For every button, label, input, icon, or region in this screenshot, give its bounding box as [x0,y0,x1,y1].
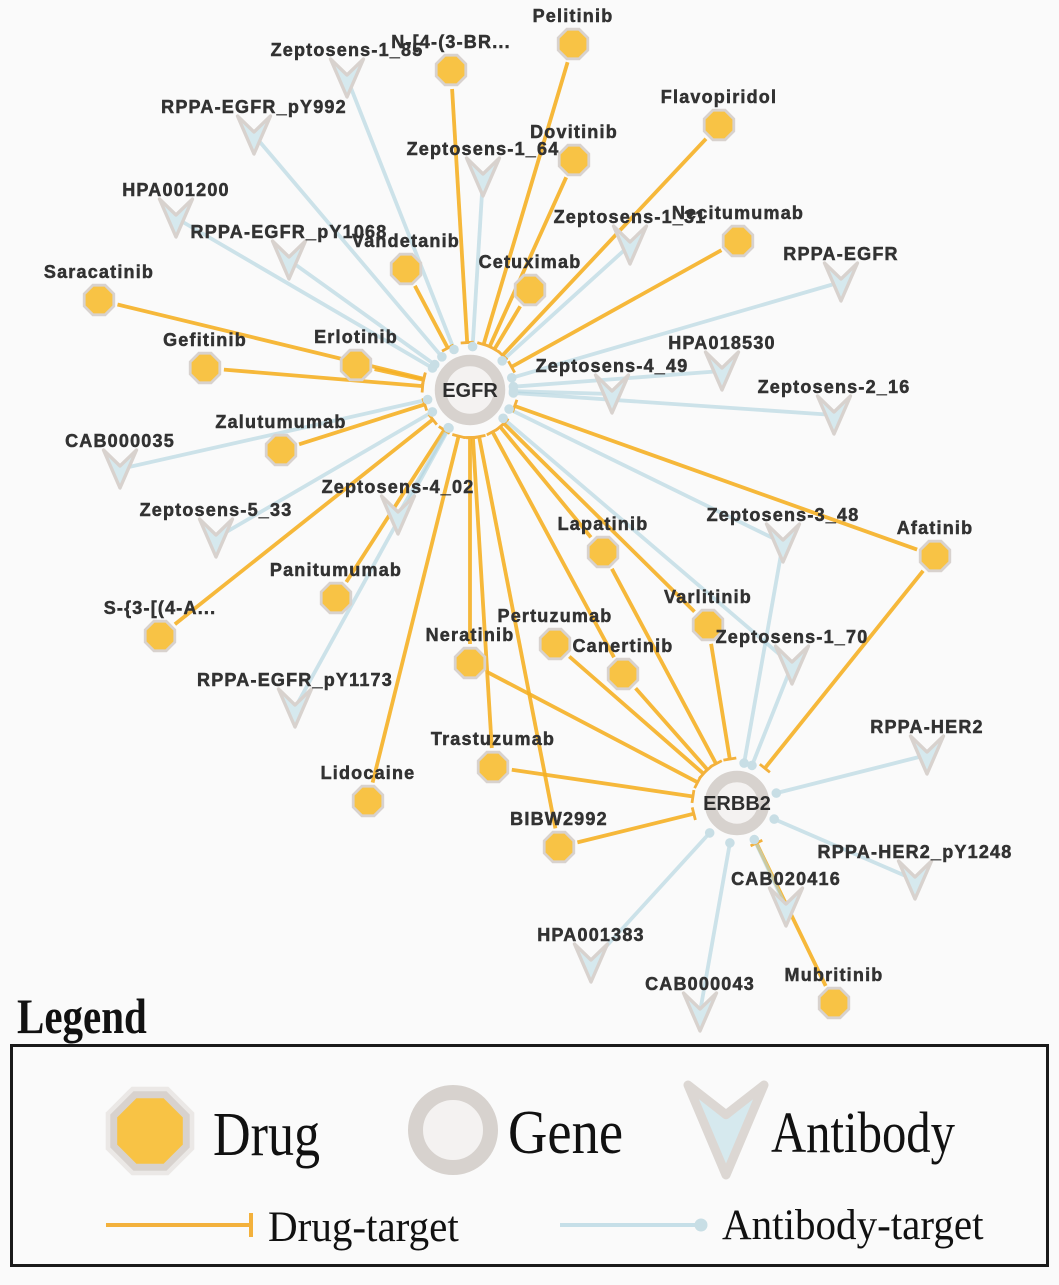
svg-text:Zeptosens-1_85: Zeptosens-1_85 [271,40,424,60]
svg-text:Drug: Drug [213,1101,320,1169]
svg-text:Antibody-target: Antibody-target [722,1202,984,1249]
svg-text:Zeptosens-5_33: Zeptosens-5_33 [140,500,293,520]
svg-text:Gene: Gene [508,1098,623,1167]
svg-text:EGFR: EGFR [442,380,498,402]
svg-text:Antibody: Antibody [771,1100,955,1165]
svg-text:Mubritinib: Mubritinib [785,965,884,985]
svg-text:Neratinib: Neratinib [426,625,515,645]
svg-text:Zeptosens-3_48: Zeptosens-3_48 [707,505,860,525]
svg-text:Afatinib: Afatinib [897,518,974,538]
svg-text:Lidocaine: Lidocaine [321,763,416,783]
svg-text:RPPA-EGFR: RPPA-EGFR [783,244,898,264]
svg-text:Zeptosens-1_70: Zeptosens-1_70 [716,627,869,647]
svg-text:Zeptosens-1_64: Zeptosens-1_64 [407,139,560,159]
svg-text:Zeptosens-1_31: Zeptosens-1_31 [554,207,707,227]
svg-text:S-{3-[(4-A...: S-{3-[(4-A... [104,598,217,618]
svg-text:Gefitinib: Gefitinib [163,330,247,350]
svg-text:Zeptosens-2_16: Zeptosens-2_16 [758,377,911,397]
svg-text:Flavopiridol: Flavopiridol [661,87,777,107]
svg-text:Trastuzumab: Trastuzumab [431,729,555,749]
svg-text:HPA018530: HPA018530 [668,333,776,353]
svg-text:Pertuzumab: Pertuzumab [497,606,612,626]
svg-text:RPPA-HER2: RPPA-HER2 [870,717,983,737]
svg-text:Varlitinib: Varlitinib [664,587,752,607]
svg-text:Erlotinib: Erlotinib [314,327,398,347]
svg-text:Dovitinib: Dovitinib [530,122,618,142]
svg-text:Legend: Legend [17,988,147,1044]
svg-text:HPA001383: HPA001383 [537,925,645,945]
svg-text:HPA001200: HPA001200 [122,180,230,200]
svg-text:Pelitinib: Pelitinib [533,6,614,26]
svg-text:Lapatinib: Lapatinib [558,514,649,534]
svg-text:CAB000043: CAB000043 [645,974,755,994]
svg-text:Necitumumab: Necitumumab [672,203,804,223]
svg-text:RPPA-EGFR_pY992: RPPA-EGFR_pY992 [161,97,347,117]
svg-text:Canertinib: Canertinib [572,636,673,656]
svg-text:Zeptosens-4_02: Zeptosens-4_02 [322,477,475,497]
svg-text:Zeptosens-4_49: Zeptosens-4_49 [536,356,689,376]
svg-text:CAB020416: CAB020416 [731,869,841,889]
svg-text:N-[4-(3-BR...: N-[4-(3-BR... [391,32,511,52]
svg-text:Panitumumab: Panitumumab [270,560,402,580]
svg-text:Saracatinib: Saracatinib [44,262,154,282]
svg-text:CAB000035: CAB000035 [65,431,175,451]
svg-text:Cetuximab: Cetuximab [479,252,582,272]
svg-text:RPPA-EGFR_pY1068: RPPA-EGFR_pY1068 [191,222,388,242]
svg-text:ERBB2: ERBB2 [703,793,771,815]
svg-text:Vandetanib: Vandetanib [352,231,460,251]
svg-text:RPPA-EGFR_pY1173: RPPA-EGFR_pY1173 [197,670,393,690]
svg-text:Drug-target: Drug-target [268,1204,459,1251]
svg-text:BIBW2992: BIBW2992 [510,809,608,829]
svg-text:Zalutumumab: Zalutumumab [215,412,346,432]
svg-text:RPPA-HER2_pY1248: RPPA-HER2_pY1248 [818,842,1013,862]
